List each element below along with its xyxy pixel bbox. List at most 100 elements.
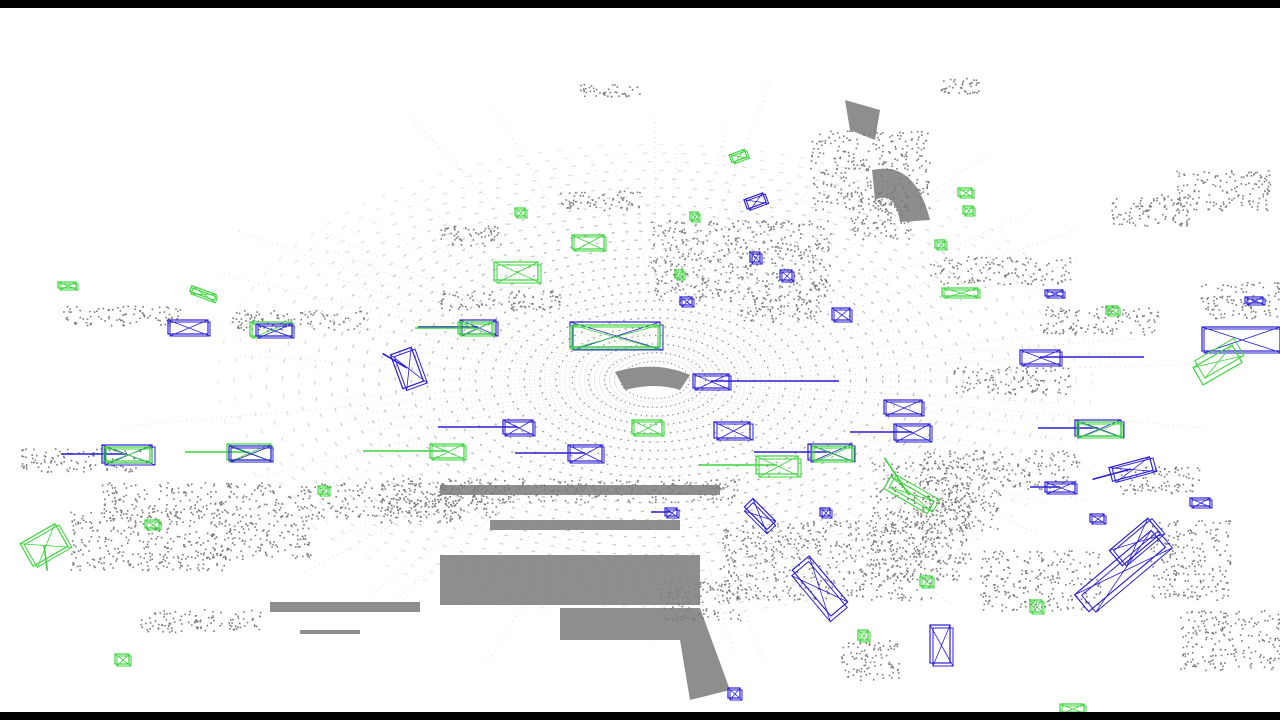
point — [229, 624, 231, 627]
point — [1245, 183, 1247, 186]
point — [1060, 558, 1062, 561]
point — [1097, 316, 1099, 318]
point — [664, 229, 666, 232]
point — [752, 526, 755, 529]
point — [790, 537, 792, 540]
point — [961, 87, 963, 89]
point — [97, 308, 100, 310]
point — [747, 291, 750, 294]
point — [510, 307, 512, 310]
point — [155, 527, 158, 530]
point — [949, 529, 951, 531]
point — [823, 238, 826, 241]
point — [835, 172, 837, 174]
point — [175, 513, 177, 515]
point — [810, 590, 812, 593]
point — [137, 493, 139, 496]
point — [1089, 565, 1091, 568]
point — [242, 497, 244, 499]
point — [549, 295, 552, 298]
point — [940, 89, 943, 92]
point — [1013, 608, 1015, 611]
point — [866, 181, 869, 184]
point — [873, 530, 876, 532]
point — [691, 500, 693, 503]
point — [979, 279, 981, 282]
point — [1261, 183, 1263, 186]
point — [392, 478, 395, 480]
point — [230, 483, 233, 485]
point — [909, 526, 911, 528]
point — [109, 482, 111, 484]
point — [323, 315, 325, 318]
point — [401, 511, 403, 513]
point — [491, 238, 494, 241]
point — [1064, 264, 1067, 267]
point — [556, 494, 559, 497]
point — [860, 205, 862, 207]
point — [920, 561, 922, 564]
point — [1052, 561, 1054, 564]
point — [1277, 298, 1280, 301]
point — [280, 506, 282, 509]
point — [264, 551, 267, 554]
point — [653, 243, 656, 245]
point — [655, 261, 657, 264]
point — [159, 311, 161, 314]
point — [254, 316, 256, 319]
point — [933, 462, 936, 465]
point — [863, 572, 866, 575]
point — [807, 530, 810, 532]
point — [1093, 315, 1096, 317]
point — [799, 290, 802, 293]
point — [904, 140, 907, 143]
point — [1234, 180, 1236, 182]
point — [1212, 183, 1215, 186]
point — [1101, 306, 1104, 308]
point — [488, 227, 490, 230]
point — [797, 295, 800, 298]
point — [891, 134, 894, 137]
point — [727, 497, 729, 500]
point — [586, 202, 589, 204]
point — [776, 276, 778, 279]
point — [1003, 569, 1005, 571]
point — [714, 269, 717, 272]
point — [267, 484, 270, 486]
point — [166, 566, 168, 569]
point — [1219, 296, 1222, 298]
point — [1051, 332, 1053, 334]
point — [728, 228, 731, 230]
point — [1009, 256, 1011, 259]
point — [405, 501, 408, 503]
point — [746, 573, 748, 576]
point — [595, 206, 598, 209]
point — [272, 491, 274, 494]
point — [1021, 282, 1023, 284]
point — [847, 534, 850, 537]
point — [930, 531, 932, 533]
point — [870, 187, 872, 189]
point — [880, 498, 882, 501]
point — [257, 514, 260, 517]
point — [772, 595, 775, 598]
point — [183, 508, 185, 511]
point — [119, 509, 122, 512]
point — [299, 546, 301, 548]
point — [134, 305, 137, 308]
point — [297, 546, 300, 548]
point — [696, 243, 699, 245]
point — [652, 267, 654, 269]
point — [125, 487, 128, 489]
point — [848, 198, 851, 201]
point — [1214, 667, 1216, 669]
point — [656, 282, 659, 285]
point — [123, 321, 125, 323]
point — [1221, 297, 1223, 299]
point — [1060, 259, 1063, 261]
point — [233, 537, 236, 539]
point — [1009, 283, 1011, 285]
point — [797, 248, 800, 250]
point — [485, 496, 488, 498]
point — [1053, 598, 1055, 600]
